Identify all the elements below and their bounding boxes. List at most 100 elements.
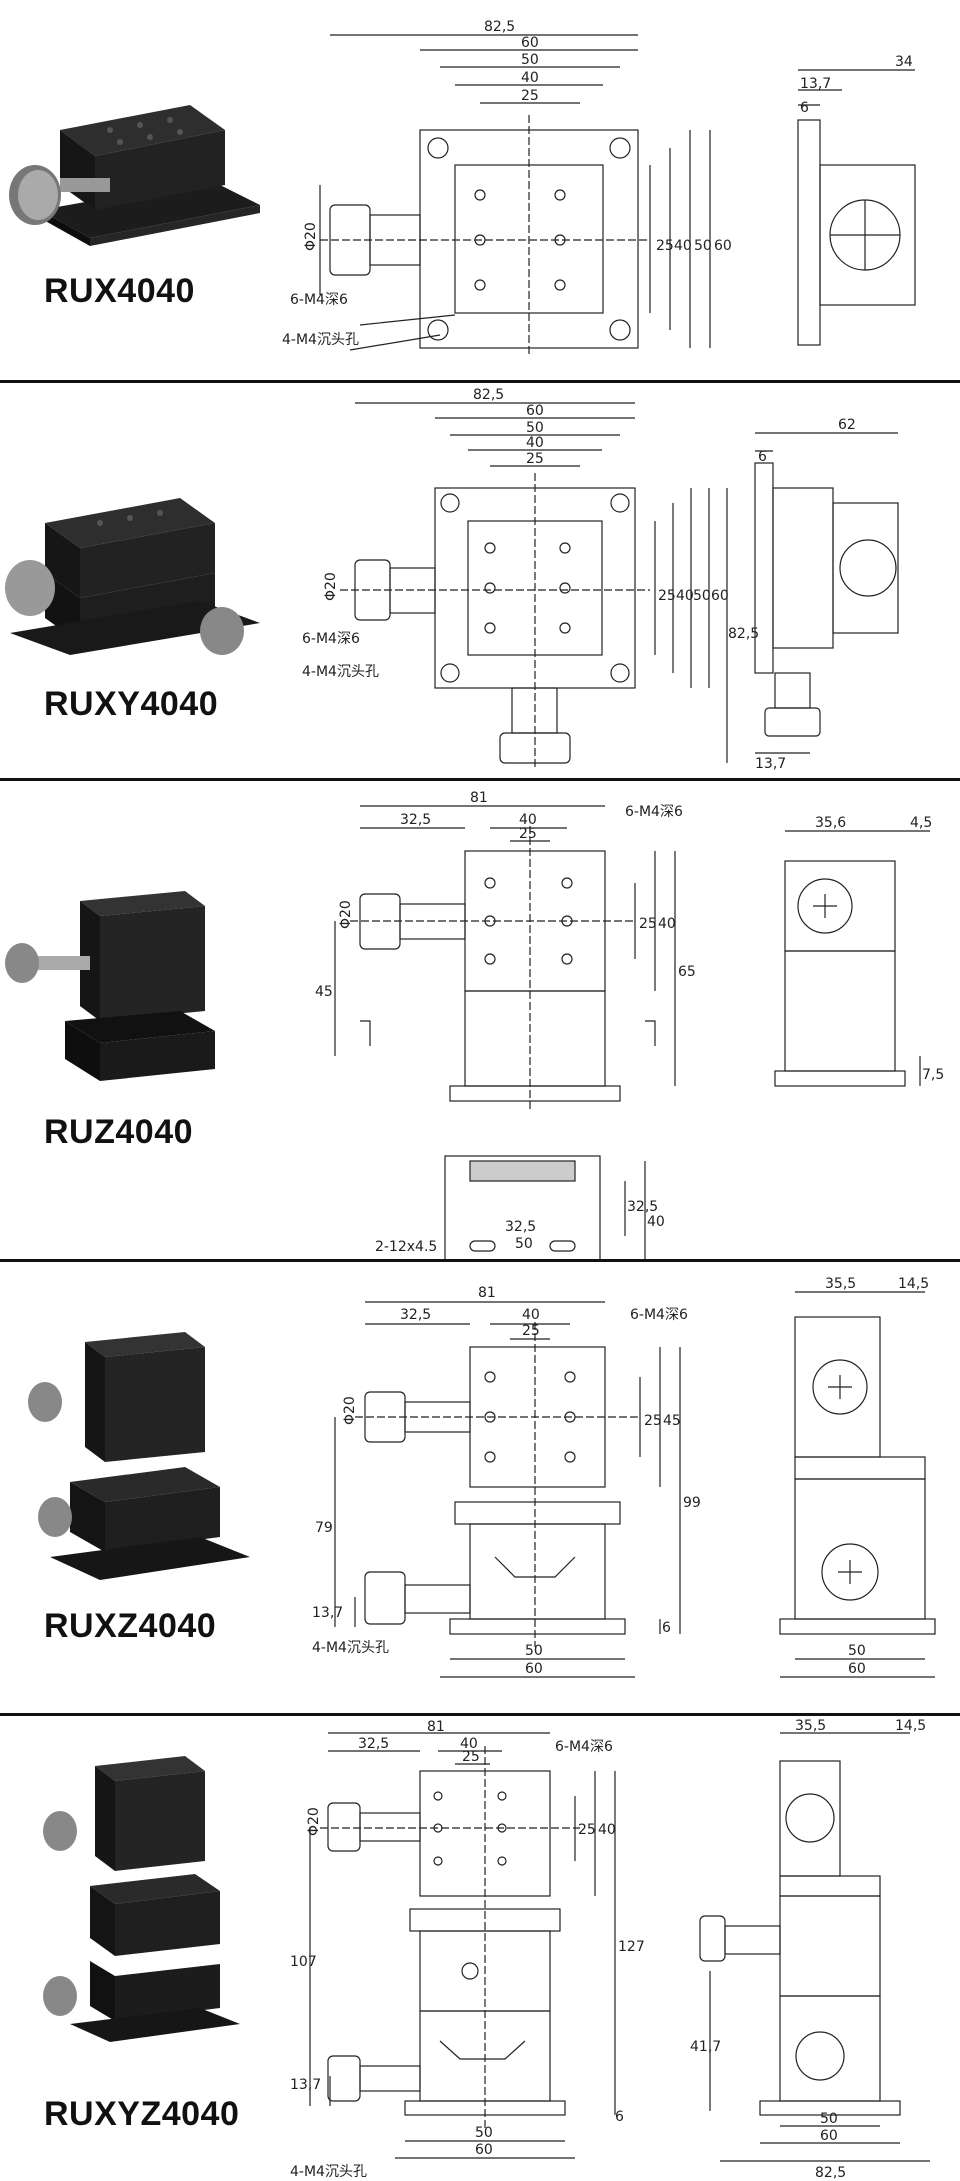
- dim-h3: 50: [693, 588, 711, 604]
- side-view-drawing: 34 13,7 6: [797, 54, 916, 346]
- dim-side-w1: 35,5: [795, 1718, 826, 1734]
- model-name: RUXZ4040: [44, 1607, 217, 1645]
- product-panel-ruxyz4040: RUXYZ4040 81 32,5 40 25 6-M4深6 Φ20 25 40…: [0, 1716, 960, 2181]
- label-mount: 4-M4沉头孔: [302, 664, 379, 680]
- dim-w2: 40: [522, 1307, 540, 1323]
- side-view-drawing: 35,5 14,5 41,7 50 60 82,5: [690, 1718, 930, 2181]
- dim-side-w2: 13,7: [800, 76, 831, 92]
- label-slot: 2-12x4.5: [375, 1239, 437, 1255]
- dim-width-total: 81: [427, 1719, 445, 1735]
- dim-bottom-h1: 32,5: [627, 1199, 658, 1215]
- product-panel-ruxz4040: RUXZ4040 81 32,5 40 25 6-M4深6 Φ20 25 45 …: [0, 1262, 960, 1713]
- label-holes: 6-M4深6: [630, 1307, 688, 1323]
- side-view-drawing: 35,5 14,5 50 60: [779, 1276, 936, 1678]
- side-view-drawing: 35,6 4,5 7,5: [774, 815, 944, 1087]
- divider: [0, 778, 960, 781]
- dim-w1: 32,5: [358, 1736, 389, 1752]
- dim-side-b3: 82,5: [815, 2165, 846, 2181]
- dim-h2: 40: [676, 588, 694, 604]
- dim-h6: 6: [615, 2109, 624, 2125]
- dim-h4: 60: [711, 588, 729, 604]
- product-photo: [5, 498, 260, 655]
- dim-w2: 40: [460, 1736, 478, 1752]
- product-photo: [43, 1756, 240, 2042]
- dim-bottom-w1: 32,5: [505, 1219, 536, 1235]
- product-panel-ruxy4040: RUXY4040 82,5 60 50 40 25 Φ20 6-M4深6 4-M…: [0, 383, 960, 778]
- dim-knob: Φ20: [342, 1396, 358, 1425]
- dim-w2: 40: [519, 812, 537, 828]
- dim-side-w1: 35,5: [825, 1276, 856, 1292]
- label-holes: 6-M4深6: [625, 804, 683, 820]
- divider: [0, 1713, 960, 1716]
- dim-w3: 25: [519, 826, 537, 842]
- dim-h2: 40: [674, 238, 692, 254]
- dim-h3: 50: [694, 238, 712, 254]
- divider: [0, 1259, 960, 1262]
- dim-side-bottom: 13,7: [755, 756, 786, 772]
- dim-w3: 40: [521, 70, 539, 86]
- dim-knob: Φ20: [338, 900, 354, 929]
- dim-w1: 60: [521, 35, 539, 51]
- dim-b2: 60: [525, 1661, 543, 1677]
- dim-h1: 25: [658, 588, 676, 604]
- dim-h2: 40: [598, 1822, 616, 1838]
- label-mount: 4-M4沉头孔: [290, 2164, 367, 2180]
- dim-w3: 40: [526, 435, 544, 451]
- product-photo: [5, 891, 215, 1081]
- divider: [0, 380, 960, 383]
- dim-h3: 99: [683, 1495, 701, 1511]
- dim-w2: 50: [521, 52, 539, 68]
- dim-width-total: 82,5: [473, 387, 504, 403]
- dim-w3: 25: [522, 1323, 540, 1339]
- dim-h1: 25: [639, 916, 657, 932]
- dim-w3: 25: [462, 1749, 480, 1765]
- dim-bottom-h2: 40: [647, 1214, 665, 1230]
- dim-side-b1: 50: [820, 2111, 838, 2127]
- dim-w4: 25: [526, 451, 544, 467]
- dim-side-w2: 4,5: [910, 815, 932, 831]
- dim-knob: Φ20: [306, 1807, 322, 1836]
- label-mount: 4-M4沉头孔: [312, 1640, 389, 1656]
- dim-side-width: 62: [838, 417, 856, 433]
- dim-h4: 60: [714, 238, 732, 254]
- dim-side-w1: 35,6: [815, 815, 846, 831]
- dim-width-total: 81: [478, 1285, 496, 1301]
- side-view-drawing: 62 6 13,7: [754, 417, 899, 772]
- dim-h2: 40: [658, 916, 676, 932]
- dim-side-w2: 14,5: [898, 1276, 929, 1292]
- dim-h4: 107: [290, 1954, 317, 1970]
- dim-h3: 65: [678, 964, 696, 980]
- front-view-drawing: [309, 1732, 616, 2159]
- dim-side-w2: 6: [758, 449, 767, 465]
- dim-h1: 25: [656, 238, 674, 254]
- dim-side-h1: 7,5: [922, 1067, 944, 1083]
- dim-side-w3: 6: [800, 100, 809, 116]
- product-panel-rux4040: RUX4040 82,5 60 50 40 25 Φ20 6-M4深6 4-M4…: [0, 0, 960, 380]
- dim-h5: 13,7: [290, 2077, 321, 2093]
- dim-h1: 25: [644, 1413, 662, 1429]
- dim-h5: 82,5: [728, 626, 759, 642]
- dim-h2: 45: [663, 1413, 681, 1429]
- dim-side-h1: 41,7: [690, 2039, 721, 2055]
- model-name: RUXYZ4040: [44, 2095, 240, 2133]
- dim-bottom-w2: 50: [515, 1236, 533, 1252]
- dim-b1: 50: [475, 2125, 493, 2141]
- label-holes: 6-M4深6: [302, 631, 360, 647]
- dim-b1: 50: [525, 1643, 543, 1659]
- product-panel-ruz4040: RUZ4040 81 32,5 40 25 6-M4深6 Φ20 25 40 6…: [0, 781, 960, 1282]
- dim-side-b2: 60: [820, 2128, 838, 2144]
- dim-b2: 60: [475, 2142, 493, 2158]
- dim-width-total: 82,5: [484, 19, 515, 35]
- top-view-drawing: [340, 402, 728, 768]
- dim-h5: 13,7: [312, 1605, 343, 1621]
- dim-side-b1: 50: [848, 1643, 866, 1659]
- dim-w2: 50: [526, 420, 544, 436]
- dim-side-b2: 60: [848, 1661, 866, 1677]
- top-view-drawing: [319, 34, 711, 355]
- dim-w1: 32,5: [400, 812, 431, 828]
- dim-h4: 79: [315, 1520, 333, 1536]
- product-photo: [9, 105, 260, 246]
- product-photo: [28, 1332, 250, 1580]
- dim-w1: 32,5: [400, 1307, 431, 1323]
- label-holes: 6-M4深6: [555, 1739, 613, 1755]
